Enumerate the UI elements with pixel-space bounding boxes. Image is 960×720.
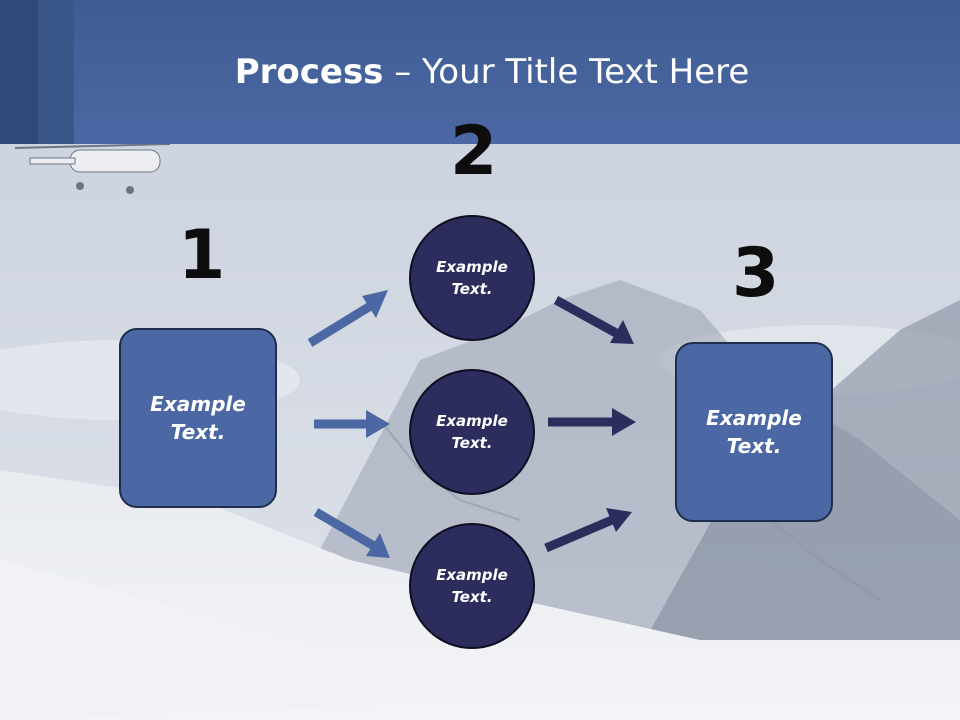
arrow-left-to-top	[307, 290, 388, 347]
process-circle-bottom-text: Example Text.	[436, 565, 508, 607]
process-box-right-text: Example Text.	[706, 406, 802, 458]
header-accent-bar	[0, 0, 38, 144]
arrow-middle-to-right	[548, 408, 636, 436]
process-circle-top-text: Example Text.	[436, 257, 508, 299]
step-number-2: 2	[450, 112, 498, 191]
process-box-left: Example Text.	[119, 328, 277, 508]
step-number-3: 3	[732, 234, 780, 313]
arrow-left-to-middle	[314, 410, 390, 438]
process-box-left-text: Example Text.	[150, 392, 246, 444]
title-bold: Process	[234, 52, 384, 92]
arrow-top-to-right	[553, 296, 634, 344]
page-title: Process – Your Title Text Here	[0, 52, 960, 92]
header-bar	[0, 0, 960, 144]
process-circle-middle: Example Text.	[409, 369, 535, 495]
title-rest: – Your Title Text Here	[383, 52, 750, 92]
process-circle-top: Example Text.	[409, 215, 535, 341]
arrow-bottom-to-right	[544, 508, 632, 553]
process-circle-bottom: Example Text.	[409, 523, 535, 649]
process-circle-middle-text: Example Text.	[436, 411, 508, 453]
header-accent-bar-secondary	[38, 0, 74, 144]
helicopter-icon	[14, 143, 171, 194]
arrow-left-to-bottom	[313, 508, 390, 558]
step-number-1: 1	[178, 216, 226, 295]
process-box-right: Example Text.	[675, 342, 833, 522]
